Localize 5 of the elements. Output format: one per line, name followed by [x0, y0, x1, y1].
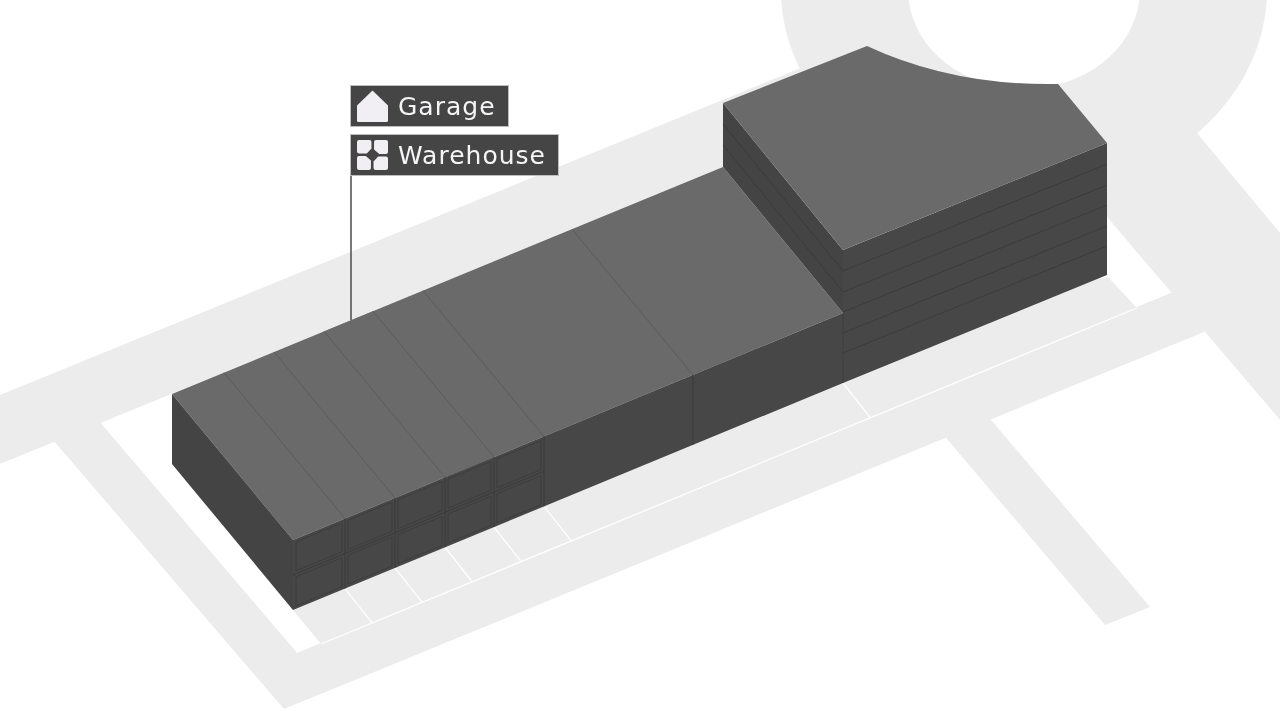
label-tag	[350, 134, 559, 176]
leader-line	[350, 175, 352, 322]
tag-label: Garage	[398, 93, 496, 119]
tag-label: Warehouse	[398, 142, 546, 168]
label-tag	[350, 85, 509, 127]
